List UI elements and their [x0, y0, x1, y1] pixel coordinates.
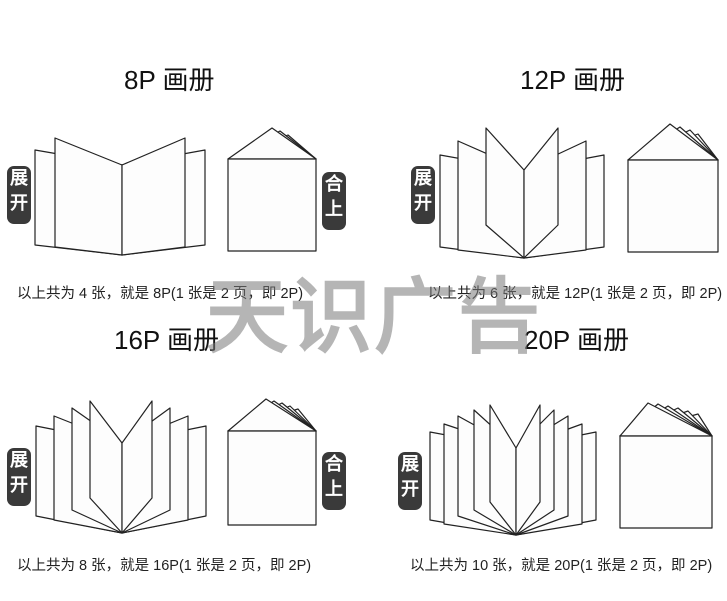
- open-badge-char: 开: [401, 479, 419, 499]
- open-book-diagram: [439, 127, 605, 259]
- close-badge-char: 上: [325, 199, 343, 219]
- panel-caption: 以上共为 10 张，就是 20P(1 张是 2 页，即 2P): [410, 558, 713, 574]
- open-book-diagram: [429, 404, 597, 536]
- closed-cover: [227, 158, 317, 252]
- panel-caption: 以上共为 6 张，就是 12P(1 张是 2 页，即 2P): [428, 286, 723, 302]
- closed-book-diagram: [619, 402, 713, 529]
- closed-cover: [627, 159, 719, 253]
- open-badge-char: 开: [10, 475, 28, 495]
- page-right-3: [523, 127, 559, 259]
- closed-cover: [227, 430, 317, 526]
- panel-title: 8P 画册: [124, 65, 215, 95]
- page-right-5: [515, 404, 541, 536]
- watermark-text: 天识广告: [206, 270, 543, 365]
- panel-title: 20P 画册: [524, 325, 630, 355]
- closed-page-fan: [227, 127, 317, 160]
- closed-book-diagram: [227, 127, 317, 252]
- page-right-4: [121, 400, 153, 534]
- closed-book-diagram: [627, 123, 719, 253]
- panel-title: 12P 画册: [520, 65, 626, 95]
- open-badge: 展 开: [7, 448, 31, 506]
- open-badge: 展 开: [7, 166, 31, 224]
- panel-caption: 以上共为 8 张，就是 16P(1 张是 2 页，即 2P): [17, 558, 312, 574]
- panel-caption: 以上共为 4 张，就是 8P(1 张是 2 页，即 2P): [17, 286, 304, 302]
- open-badge-char: 展: [10, 168, 28, 188]
- open-badge: 展 开: [398, 452, 422, 510]
- close-badge-char: 上: [325, 479, 343, 499]
- close-badge-char: 合: [325, 454, 343, 474]
- closed-cover: [619, 435, 713, 529]
- open-badge-char: 展: [414, 168, 432, 188]
- panel-title: 16P 画册: [114, 325, 220, 355]
- open-book-diagram: [35, 400, 207, 534]
- close-badge: 合 上: [322, 452, 346, 510]
- open-badge-char: 展: [10, 450, 28, 470]
- open-badge-char: 开: [10, 193, 28, 213]
- close-badge: 合 上: [322, 172, 346, 230]
- open-badge-char: 开: [414, 193, 432, 213]
- closed-book-diagram: [227, 398, 317, 526]
- page-left-2: [54, 137, 123, 256]
- close-badge-char: 合: [325, 174, 343, 194]
- open-badge: 展 开: [411, 166, 435, 224]
- page-right-2: [121, 137, 186, 256]
- open-book-diagram: [34, 137, 206, 256]
- open-badge-char: 展: [401, 454, 419, 474]
